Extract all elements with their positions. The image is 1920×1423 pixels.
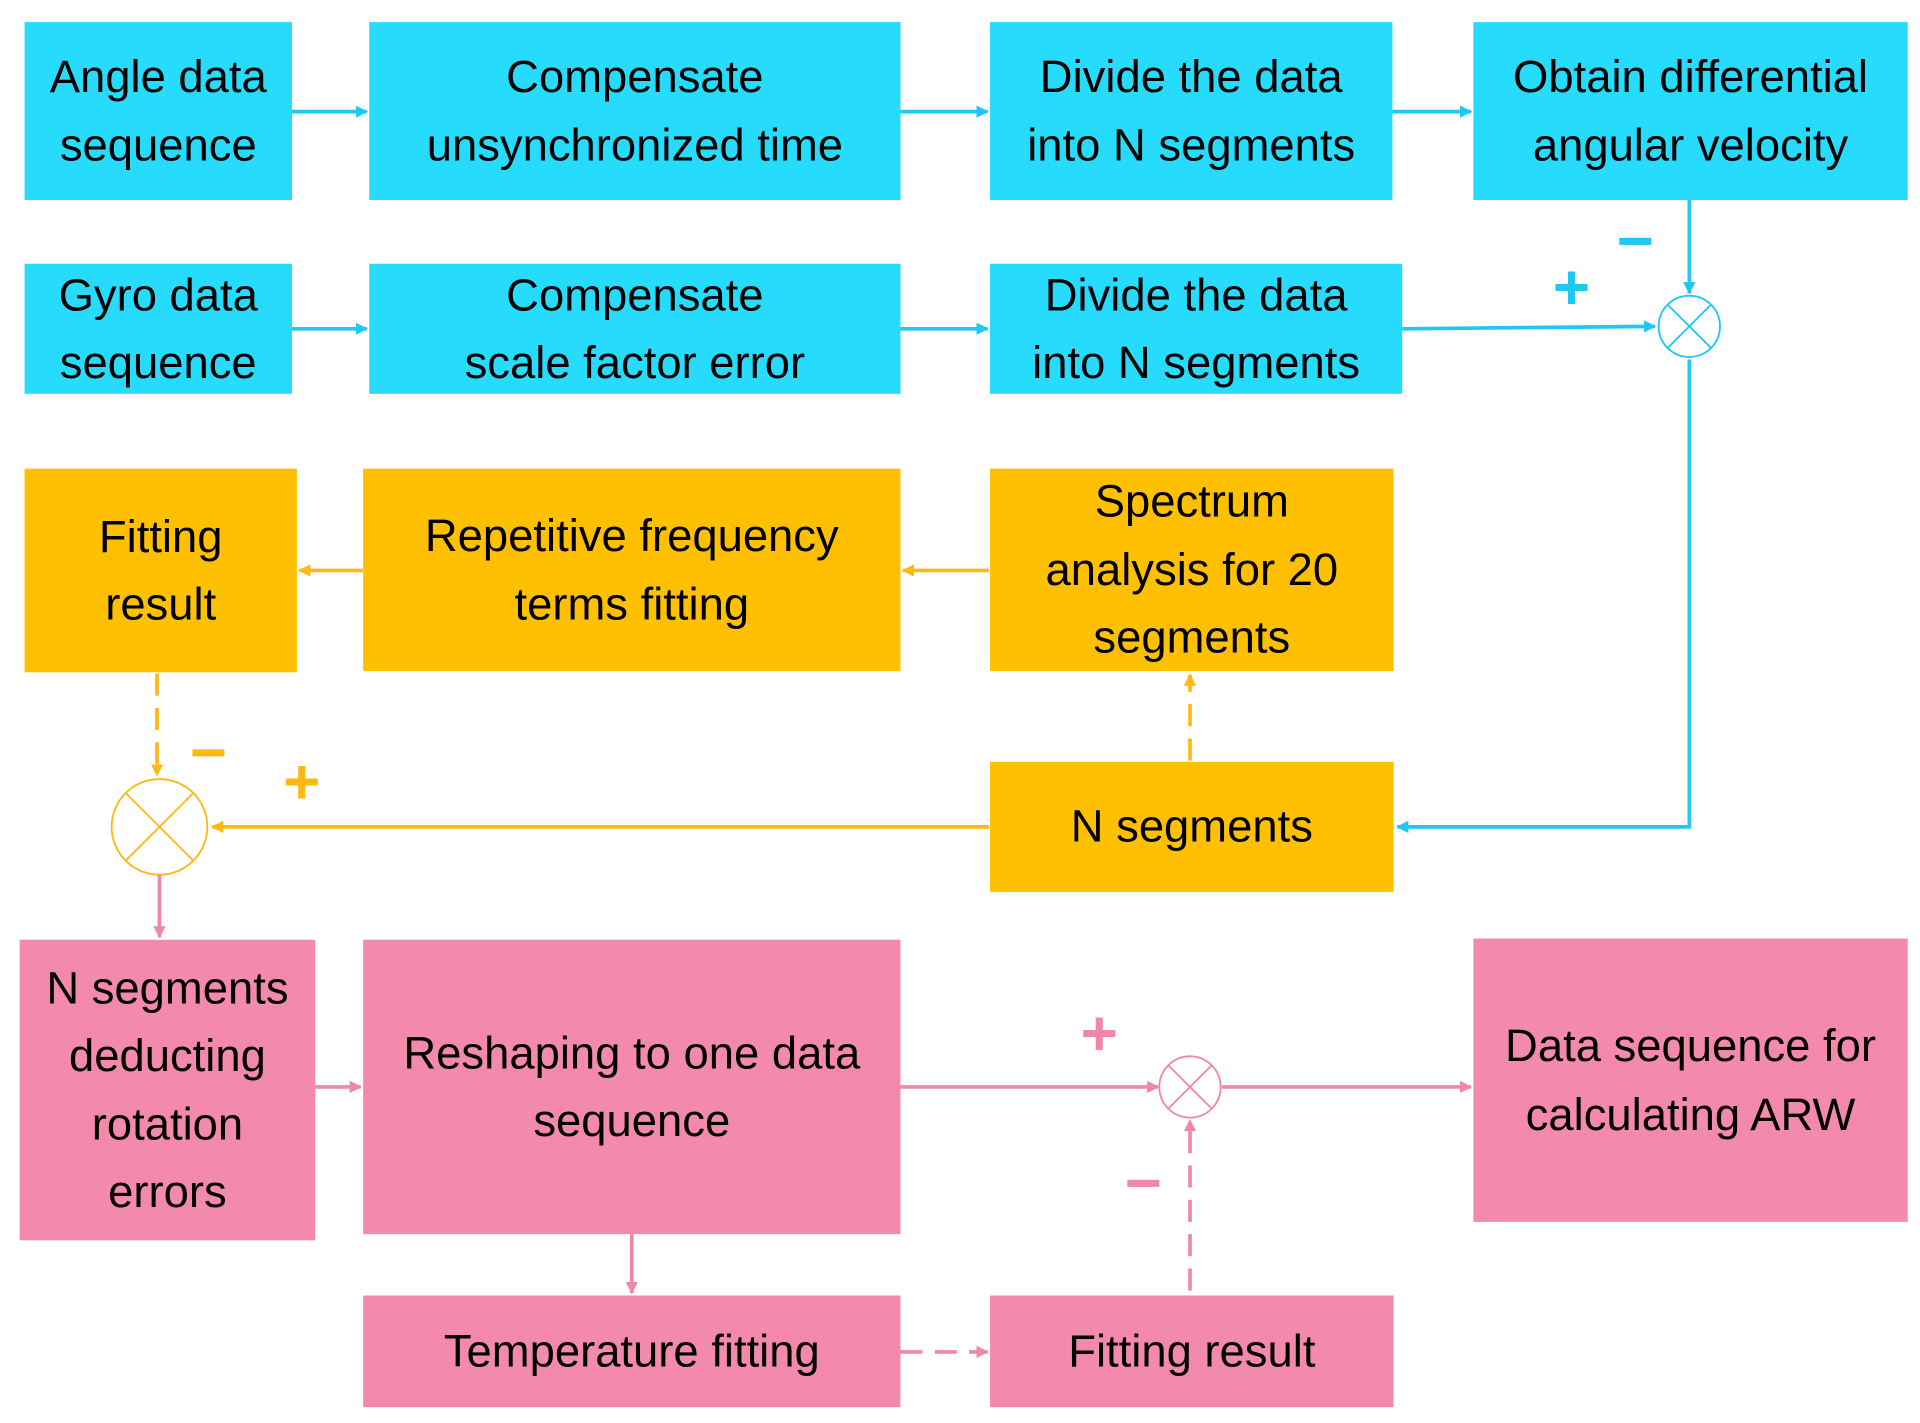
sign-minus-blue: − <box>1617 205 1654 277</box>
box-n-segments: N segments <box>990 761 1394 892</box>
orange-connectors <box>110 564 1197 876</box>
box-divide-segments-1: Divide the data into N segments <box>990 22 1393 200</box>
pink-connectors <box>153 874 1473 1359</box>
blue-connectors <box>291 105 1721 833</box>
box-temperature-fitting: Temperature fitting <box>363 1295 901 1408</box>
box-compensate-time: Compensate unsynchronized time <box>369 22 901 200</box>
sign-plus-orange: + <box>283 746 320 818</box>
box-angle-data-sequence: Angle data sequence <box>24 22 292 200</box>
box-spectrum-analysis: Spectrum analysis for 20 segments <box>990 468 1394 672</box>
box-data-sequence-arw: Data sequence for calculating ARW <box>1473 938 1908 1222</box>
box-fitting-result-2: Fitting result <box>990 1295 1394 1408</box>
box-differential-velocity: Obtain differential angular velocity <box>1473 22 1908 200</box>
box-compensate-scale: Compensate scale factor error <box>369 263 901 394</box>
box-n-segments-deducting: N segments deducting rotation errors <box>19 939 316 1241</box>
box-fitting-result-1: Fitting result <box>24 468 297 673</box>
box-gyro-data-sequence: Gyro data sequence <box>24 263 292 394</box>
box-repetitive-frequency: Repetitive frequency terms fitting <box>363 468 901 672</box>
box-reshaping: Reshaping to one data sequence <box>363 939 901 1235</box>
sign-minus-pink: − <box>1125 1147 1162 1219</box>
sign-minus-orange: − <box>190 716 227 788</box>
summing-junction-blue <box>1657 294 1721 358</box>
summing-junction-pink <box>1158 1055 1222 1119</box>
box-divide-segments-2: Divide the data into N segments <box>990 263 1403 394</box>
sign-plus-blue: + <box>1553 251 1590 323</box>
sign-plus-pink: + <box>1081 997 1118 1069</box>
